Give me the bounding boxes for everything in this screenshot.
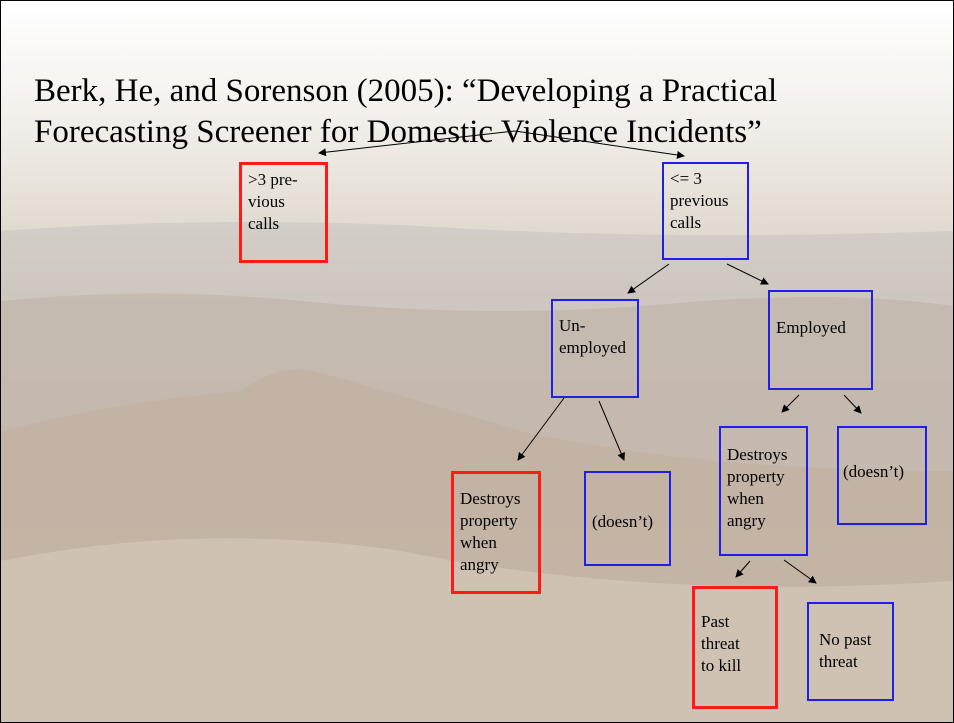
edge-unemployed-destroys bbox=[517, 397, 565, 461]
node-3-or-fewer-calls: <= 3 previous calls bbox=[662, 162, 749, 260]
edge-le3-employed bbox=[726, 263, 769, 285]
edge-destroys-pastthreat bbox=[735, 560, 751, 578]
edge-employed-destroys bbox=[781, 394, 800, 413]
edge-destroys-nopast bbox=[783, 559, 817, 584]
edge-root-left bbox=[318, 130, 516, 157]
node-employed-destroys-property: Destroys property when angry bbox=[719, 426, 808, 556]
edge-root-right bbox=[514, 130, 685, 159]
node-past-threat-to-kill: Past threat to kill bbox=[692, 586, 778, 709]
node-more-than-3-calls: >3 pre- vious calls bbox=[239, 162, 328, 263]
edge-le3-unemployed bbox=[627, 263, 670, 294]
node-unemployed-destroys-property: Destroys property when angry bbox=[451, 471, 541, 594]
node-unemployed: Un- employed bbox=[551, 299, 639, 398]
node-unemployed-doesnt-destroy: (doesn’t) bbox=[584, 471, 671, 566]
node-no-past-threat: No past threat bbox=[807, 602, 894, 701]
node-employed-doesnt-destroy: (doesn’t) bbox=[837, 426, 927, 525]
node-employed: Employed bbox=[768, 290, 873, 390]
slide-title: Berk, He, and Sorenson (2005): “Developi… bbox=[34, 73, 778, 150]
edge-employed-doesnt bbox=[843, 394, 862, 414]
edge-unemployed-doesnt bbox=[598, 400, 625, 461]
